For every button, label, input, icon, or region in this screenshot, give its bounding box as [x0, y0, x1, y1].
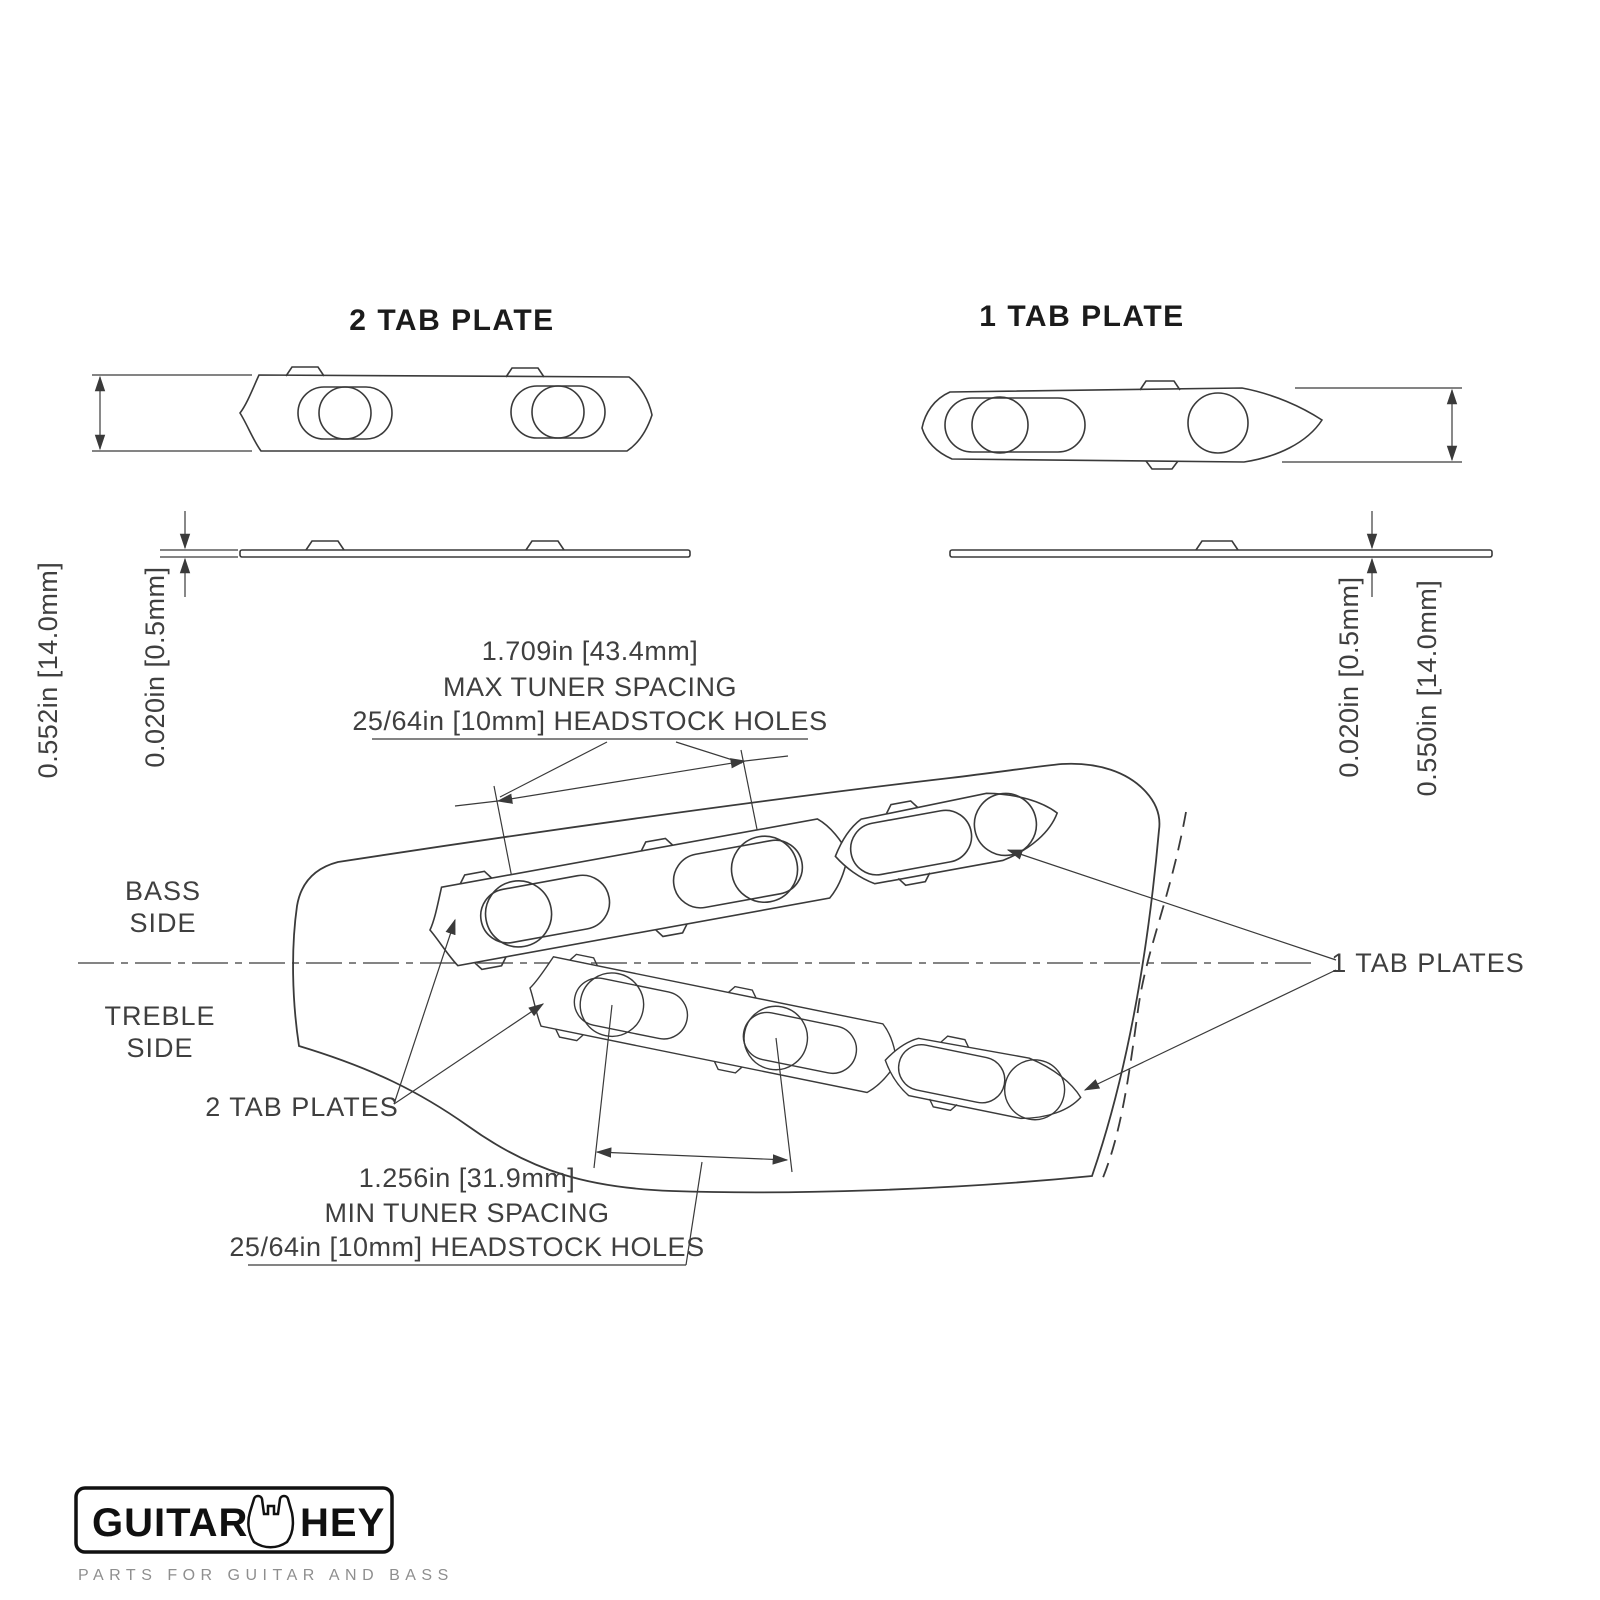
plate2-tabs — [285, 366, 545, 378]
extension-lines — [1282, 387, 1462, 463]
extension-lines — [593, 1004, 793, 1173]
dimension-line — [496, 758, 747, 804]
leader-to-bass-plate — [1006, 849, 1337, 961]
bass-side-plate-assembly — [429, 792, 1059, 971]
one-tab-plate-outline — [834, 792, 1059, 885]
tuner-post-2 — [730, 835, 799, 904]
plate2-side-view — [239, 540, 691, 558]
leader-line — [685, 1161, 703, 1266]
plate1-post-hole-left — [971, 396, 1029, 454]
max-spacing-value: 1.709in [43.4mm] — [482, 636, 699, 666]
tuner-post-3 — [1004, 1059, 1066, 1121]
max-spacing-dimension — [454, 749, 789, 915]
max-spacing-label: MAX TUNER SPACING — [443, 672, 737, 702]
plate2-top-view — [239, 366, 653, 452]
plate1-outline — [921, 387, 1324, 463]
tuner-post-2 — [743, 1005, 809, 1071]
plate1-top-view — [921, 380, 1324, 470]
plate2-post-hole-right — [531, 385, 585, 439]
tuner-post-1 — [579, 972, 645, 1038]
plate2-side-tabs — [305, 540, 565, 551]
plate1-tabs — [1139, 380, 1181, 470]
treble-side-label-line1: TREBLE — [104, 1001, 215, 1031]
one-tab-plates-label: 1 TAB PLATES — [1331, 948, 1525, 978]
two-tab-plate-outline — [429, 818, 849, 967]
dimension-line — [595, 1147, 789, 1165]
bass-side-label-line1: BASS — [125, 876, 201, 906]
treble-side-label-line2: SIDE — [126, 1033, 193, 1063]
plate1-side-tab — [1195, 540, 1239, 551]
min-spacing-callout: 1.256in [31.9mm] MIN TUNER SPACING 25/64… — [229, 1161, 704, 1266]
tuner-post-1 — [484, 880, 553, 948]
title-1-tab-plate: 1 TAB PLATE — [979, 300, 1184, 333]
bass-side-label-line2: SIDE — [129, 908, 196, 938]
slot-1 — [479, 874, 611, 944]
plate2-outline — [239, 374, 653, 452]
slot-3 — [897, 1044, 1006, 1104]
max-spacing-callout: 1.709in [43.4mm] MAX TUNER SPACING 25/64… — [352, 636, 827, 798]
leader-to-treble-plate — [1083, 969, 1337, 1091]
max-spacing-holes: 25/64in [10mm] HEADSTOCK HOLES — [352, 706, 827, 736]
plate1-side-profile — [949, 549, 1493, 558]
dim-plate1-thickness: 0.020in [0.5mm] — [1334, 576, 1364, 777]
dim-plate1-height: 0.550in [14.0mm] — [1412, 580, 1442, 797]
two-tab-plates-callout: 2 TAB PLATES — [205, 918, 545, 1122]
slot-2 — [742, 1011, 858, 1075]
min-spacing-holes: 25/64in [10mm] HEADSTOCK HOLES — [229, 1232, 704, 1262]
logo-tagline: PARTS FOR GUITAR AND BASS — [78, 1567, 454, 1584]
title-2-tab-plate: 2 TAB PLATE — [349, 304, 554, 337]
plate2-side-profile — [239, 549, 691, 558]
plate-tabs — [459, 800, 931, 971]
treble-side-plate-assembly — [529, 953, 1082, 1121]
plate1-post-hole-right — [1187, 392, 1249, 454]
slot-3 — [849, 809, 973, 876]
leader-to-treble-plate — [393, 1003, 545, 1105]
plate1-height-dimension — [1282, 387, 1462, 463]
one-tab-plate-outline — [884, 1037, 1082, 1120]
two-tab-plates-label: 2 TAB PLATES — [205, 1092, 399, 1122]
headstock-break-line — [1101, 811, 1187, 1181]
plate1-slot — [944, 397, 1086, 453]
headstock-outline — [292, 762, 1161, 1194]
slot-1 — [573, 977, 689, 1040]
one-tab-plates-callout: 1 TAB PLATES — [1006, 849, 1525, 1091]
plate2-height-dimension — [92, 374, 252, 452]
logo-text-guitar: GUITAR — [92, 1501, 248, 1545]
plate2-post-hole-left — [318, 386, 372, 440]
plate1-side-view — [949, 540, 1493, 558]
extension-lines — [454, 749, 789, 915]
dim-plate2-thickness: 0.020in [0.5mm] — [140, 566, 170, 767]
slot-2 — [672, 839, 804, 909]
min-spacing-dimension — [593, 1004, 793, 1173]
extension-lines — [160, 549, 238, 558]
min-spacing-value: 1.256in [31.9mm] — [359, 1163, 576, 1193]
logo-text-hey: HEY — [300, 1501, 385, 1545]
extension-lines — [92, 374, 252, 452]
rock-hand-icon — [247, 1494, 295, 1549]
min-spacing-label: MIN TUNER SPACING — [324, 1198, 609, 1228]
two-tab-plate-outline — [529, 956, 898, 1094]
plate-tabs — [555, 953, 970, 1112]
dim-plate2-height: 0.552in [14.0mm] — [33, 562, 63, 779]
leader-to-bass-plate — [393, 918, 456, 1105]
logo-border — [74, 1486, 394, 1554]
leader-lines — [499, 741, 743, 798]
guitar-hey-logo: GUITAR HEY PARTS FOR GUITAR AND BASS — [74, 1486, 454, 1584]
plate2-thickness-dimension — [160, 511, 238, 597]
